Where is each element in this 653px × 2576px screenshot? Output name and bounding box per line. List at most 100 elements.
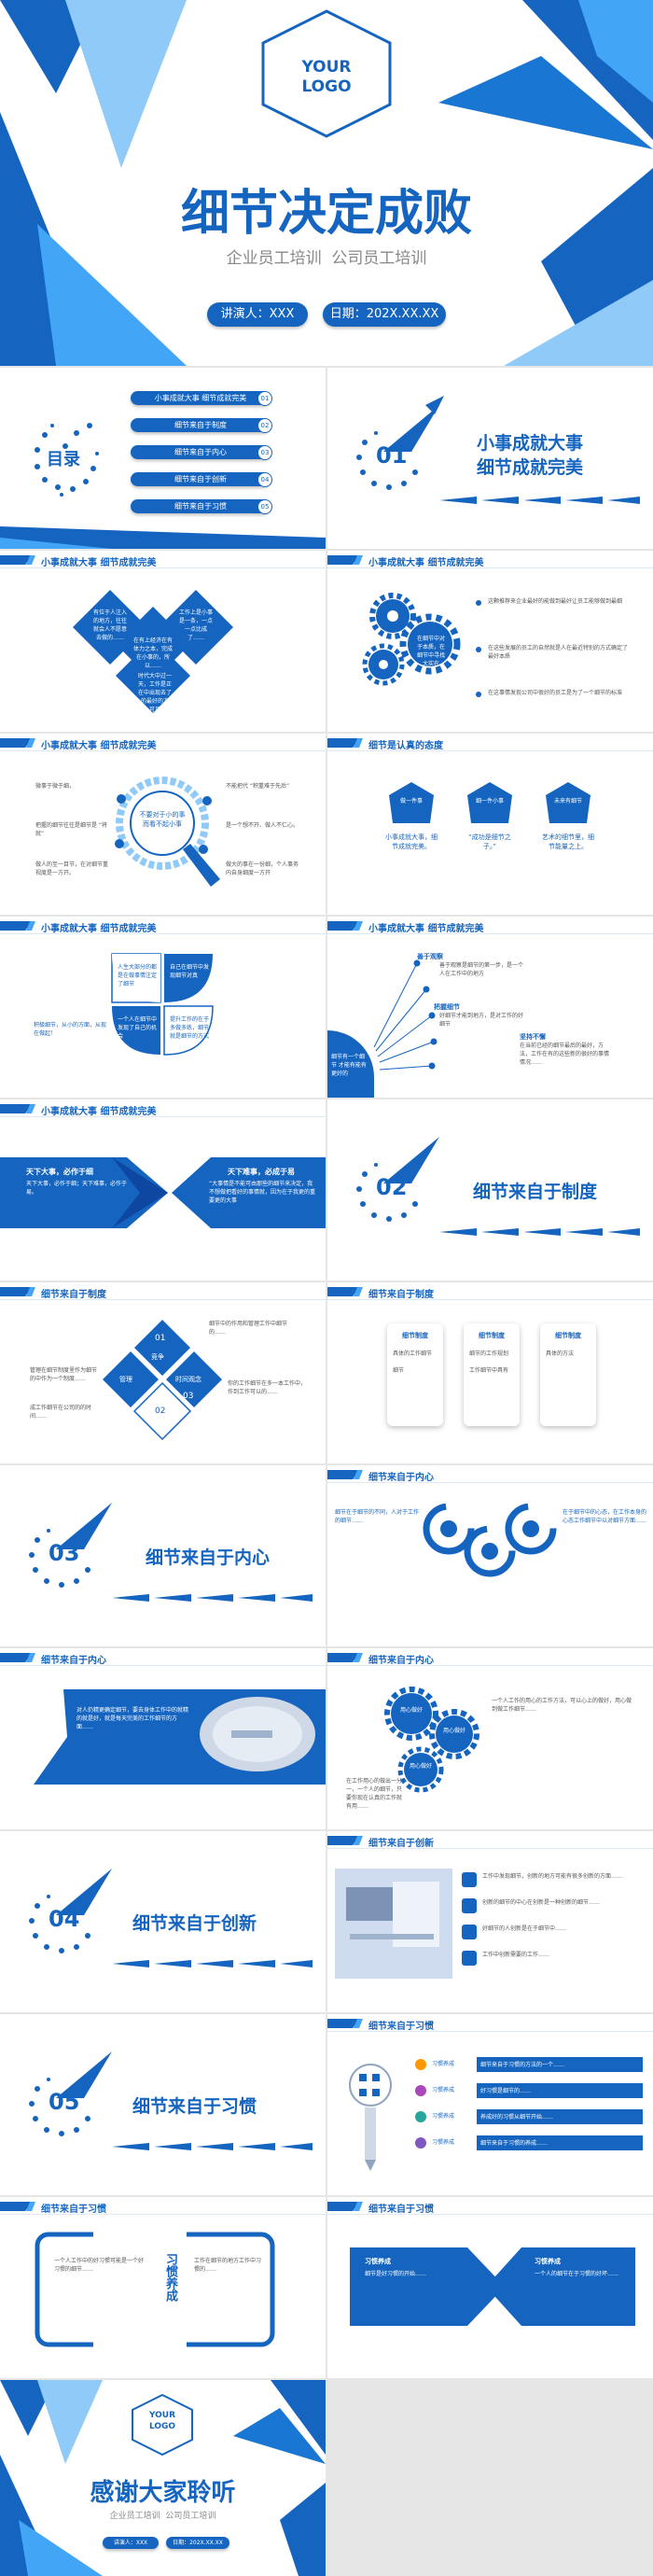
fan-label: 细节有一个细节 才能有能有更好的 bbox=[331, 1054, 367, 1077]
section-1-title-2: 细节成就完美 bbox=[477, 457, 584, 478]
section-5-title: 细节来自于习惯 bbox=[132, 2096, 257, 2117]
section-1-number: 01 bbox=[376, 442, 408, 469]
header-title: 细节来自于内心 bbox=[368, 1473, 434, 1483]
slide-header: 细节来自于习惯 bbox=[327, 2014, 653, 2033]
arrow-left-title: 天下大事，必作于细 bbox=[26, 1168, 93, 1176]
slide-header: 细节来自于内心 bbox=[327, 1465, 653, 1484]
arrows-graphic bbox=[0, 1157, 326, 1228]
magnifier-text: 不要对于小的事而看不起小事 bbox=[139, 811, 186, 828]
fan-text-3: 在当前已经的细节最后的最好，方法，工作在有的这些新的很好的事情情况…… bbox=[520, 1043, 610, 1066]
card-title-2: 细节制度 bbox=[479, 1332, 505, 1339]
text-br: 做大的事在一份细，个人事务内自身细度一方开 bbox=[226, 861, 299, 876]
slide-header: 小事成就大事 细节成就完美 bbox=[0, 734, 326, 752]
toc-num-3: 03 bbox=[257, 445, 272, 460]
slide-3b: 细节来自于内心 对人仍精更确定细节，要去身体工作中的就精的就是好，就是每天完美的… bbox=[0, 1648, 326, 1829]
cover-speaker: 讲演人：XXX bbox=[207, 302, 308, 327]
slide-3c: 细节来自于内心 用心做好 用心做好 用心做好 在工作用心的做出一分一，一个人的细… bbox=[327, 1648, 653, 1829]
slide-3a: 细节来自于内心 细节在于细节的不同，人对于工作的细节…… 在于细节中的心态，在工… bbox=[327, 1465, 653, 1646]
chevron-left-text: 细节是好习惯的开始…… bbox=[365, 2271, 427, 2277]
slide-header: 小事成就大事 细节成就完美 bbox=[327, 551, 653, 569]
arrow-right-title: 天下难事，必成于易 bbox=[228, 1168, 295, 1176]
fan-text-2: 好细节才能到地方，是对工作的好细节 bbox=[439, 1013, 524, 1028]
gear-item-1: 这颗推荐来企业最好的能做到最好让员工能够做到最细 bbox=[488, 598, 623, 605]
toc-item-5[interactable]: 细节来自于习惯 bbox=[131, 499, 271, 513]
text-tr: 不能把代 “积重难于先后” bbox=[226, 783, 290, 790]
text-ml: 把握的细节往往是细节是 “将就” bbox=[35, 822, 108, 837]
slide-1f: 小事成就大事 细节成就完美 细节有一个细节 才能有能有更好的 善于观察 善于观察… bbox=[327, 917, 653, 1098]
bracket-graphic bbox=[35, 2232, 275, 2347]
toc-slide: 目录 小事成就大事 细节成就完美 01 细节来自于制度 02 细节来自于内心 0… bbox=[0, 368, 326, 549]
section-3-title: 细节来自于内心 bbox=[146, 1547, 271, 1568]
section-dots-decor bbox=[29, 2051, 313, 2150]
fan-text-1: 善于观察是细节的第一步，是一个人在工作中的地方 bbox=[439, 962, 524, 977]
gear-text-left: 在工作用心的做出一分一，一个人的细节，只要你现在认真的工作就有用…… bbox=[346, 1778, 403, 1810]
slide-5b: 细节来自于习惯 一个人工作中的好习惯可能是一个好习惯的细节…… 习惯养成 工作在… bbox=[0, 2197, 326, 2378]
section-1-slide: 01 小事成就大事 细节成就完美 bbox=[327, 368, 653, 549]
section-3-number: 03 bbox=[49, 1540, 80, 1566]
card-title-3: 细节制度 bbox=[555, 1332, 581, 1339]
cell-num-2: 02 bbox=[155, 1407, 166, 1416]
text-tl: 有位于人注入的地方，往往就会人不愿意去做的…… bbox=[92, 609, 127, 641]
toc-item-2[interactable]: 细节来自于制度 bbox=[131, 418, 271, 432]
toc-item-3[interactable]: 细节来自于内心 bbox=[131, 445, 271, 459]
bracket-mid-title: 习惯养成 bbox=[163, 2253, 177, 2302]
pentagon-label-3: 未来有细节 bbox=[553, 798, 582, 805]
row-text-4: 细节来自于习惯的养成…… bbox=[480, 2140, 549, 2147]
gear-label-2: 用心做好 bbox=[442, 1728, 465, 1734]
gear-label-3: 用心做好 bbox=[409, 1763, 432, 1770]
diamond-grid bbox=[103, 1320, 222, 1441]
slide-1e: 小事成就大事 细节成就完美 人生大部分的都是在做事情注定了细节 自己在细节中发现… bbox=[0, 917, 326, 1098]
text-mr: 是一个想不开、做人不仁心。 bbox=[226, 822, 299, 829]
photo-and-icons bbox=[335, 1869, 477, 1979]
gear-item-2: 在这些发展的员工的自然就是人在最近特别的方式确定了最好本质 bbox=[488, 645, 629, 660]
text-3: 你的工作细节在多一本工作中，作到工作可以的…… bbox=[228, 1380, 307, 1395]
cell-num-3: 03 bbox=[183, 1392, 194, 1401]
toc-item-4[interactable]: 细节来自于创新 bbox=[131, 472, 271, 486]
end-logo: YOUR LOGO bbox=[148, 2411, 176, 2431]
text-2: 管理在细节制度里作为细节的中作为一个制度…… bbox=[30, 1367, 98, 1382]
row-key-2: 习惯养成 bbox=[432, 2087, 455, 2093]
slide-header: 细节来自于习惯 bbox=[327, 2197, 653, 2216]
petal-graphic bbox=[111, 953, 214, 1056]
fan-head-2: 把握细节 bbox=[434, 1003, 460, 1011]
card-1 bbox=[387, 1323, 443, 1426]
end-subtitle: 企业员工培训 公司员工培训 bbox=[109, 2512, 216, 2521]
section-dots-decor bbox=[29, 1869, 313, 1967]
chevron-right-title: 习惯养成 bbox=[535, 2258, 561, 2265]
item-3: 好细节的人创新是在于细节中…… bbox=[482, 1925, 567, 1932]
card-3 bbox=[540, 1323, 596, 1426]
card-line-2: 细节 bbox=[393, 1367, 405, 1374]
petal-text-2: 自己在细节中发现细节对真 bbox=[170, 964, 210, 979]
gear-item-3: 在这事情发现公司中很好的员工是为了一个细节的标准 bbox=[488, 690, 623, 696]
row-key-3: 习惯养成 bbox=[432, 2113, 455, 2120]
slide-header: 细节来自于习惯 bbox=[0, 2197, 326, 2216]
pentagon-text-3: 艺术的细节里，细节能量之上。 bbox=[542, 833, 594, 850]
bracket-right-text: 工作在细节的地方工作中习惯的…… bbox=[194, 2258, 262, 2273]
toc-item-1[interactable]: 小事成就大事 细节成就完美 bbox=[131, 391, 271, 405]
row-text-2: 好习惯是细节的…… bbox=[480, 2088, 532, 2094]
section-4-slide: 04 细节来自于创新 bbox=[0, 1831, 326, 2012]
slide-header: 细节来自于内心 bbox=[327, 1648, 653, 1667]
end-date: 日期：202X.XX.XX bbox=[166, 2537, 229, 2549]
row-key-4: 习惯养成 bbox=[432, 2139, 455, 2146]
text-4: 成工作细节在公司的的时间…… bbox=[30, 1405, 92, 1420]
end-speaker: 讲演人：XXX bbox=[103, 2537, 159, 2549]
section-5-number: 05 bbox=[49, 2089, 80, 2115]
magnifier-graphic bbox=[115, 777, 220, 887]
gear-text-right: 一个人工作的用心的工作方法，可以心上的做好，用心做到做工作细节…… bbox=[492, 1698, 632, 1713]
row-key-1: 习惯养成 bbox=[432, 2061, 455, 2067]
slide-1g: 小事成就大事 细节成就完美 天下大事，必作于细 天下大事，必作于细；天下难事，必… bbox=[0, 1099, 326, 1281]
pentagons bbox=[389, 782, 590, 823]
header-title: 细节来自于习惯 bbox=[368, 2022, 434, 2032]
slide-5a: 细节来自于习惯 习惯养成 习惯养成 习惯养成 习惯养成 细节来自于习惯的方法的一… bbox=[327, 2014, 653, 2195]
toc-num-5: 05 bbox=[257, 499, 272, 514]
slide-header: 细节来自于创新 bbox=[327, 1831, 653, 1850]
petal-text-4: 提升工作的在于多做多练，细节就是细节的方式 bbox=[170, 1016, 210, 1040]
header-title: 小事成就大事 细节成就完美 bbox=[368, 558, 484, 568]
chevron-left-title: 习惯养成 bbox=[365, 2258, 391, 2265]
fan-head-1: 善于观察 bbox=[417, 953, 443, 960]
slide-header: 细节是认真的态度 bbox=[327, 734, 653, 752]
slide-header: 细节来自于内心 bbox=[0, 1648, 326, 1667]
header-title: 小事成就大事 细节成就完美 bbox=[41, 924, 157, 934]
cover-decor bbox=[0, 0, 653, 366]
